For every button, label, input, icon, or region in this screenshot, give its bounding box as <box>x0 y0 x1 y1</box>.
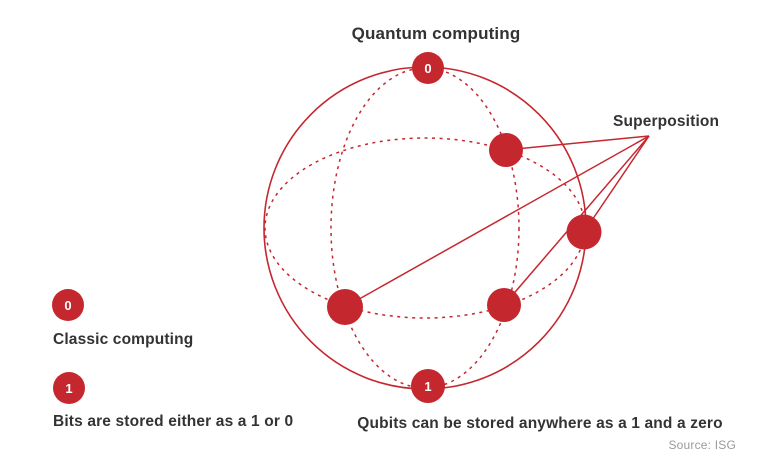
superposition-line-upper-right <box>505 135 650 151</box>
legend-zero-dot <box>52 289 84 321</box>
top-pole-badge-label: 0 <box>424 61 431 76</box>
legend-one-badge-label: 1 <box>65 381 72 396</box>
bits-caption: Bits are stored either as a 1 or 0 <box>53 413 294 430</box>
qubit-dot-upper-right <box>489 133 523 167</box>
qubit-dot-bottom-pole <box>411 369 445 403</box>
qubit-dot-top-pole <box>412 52 444 84</box>
sphere-outline-circle <box>263 66 587 390</box>
qubits-caption: Qubits can be stored anywhere as a 1 and… <box>357 415 723 432</box>
legend-one-dot <box>53 372 85 404</box>
superposition-line-lower-left <box>344 135 650 308</box>
superposition-line-right <box>583 135 650 233</box>
qubit-dot-right <box>566 214 602 250</box>
classic-computing-heading: Classic computing <box>53 331 194 348</box>
qubit-dot-lower-right <box>487 288 521 322</box>
source-credit: Source: ISG <box>668 438 736 452</box>
superposition-label: Superposition <box>613 113 720 130</box>
diagram-title: Quantum computing <box>351 24 521 43</box>
meridian-dashed-ellipse <box>330 67 520 389</box>
qubit-dot-lower-left <box>327 289 363 325</box>
equator-dashed-ellipse <box>264 137 586 319</box>
legend-zero-badge-label: 0 <box>64 298 71 313</box>
bottom-pole-badge-label: 1 <box>424 379 431 394</box>
